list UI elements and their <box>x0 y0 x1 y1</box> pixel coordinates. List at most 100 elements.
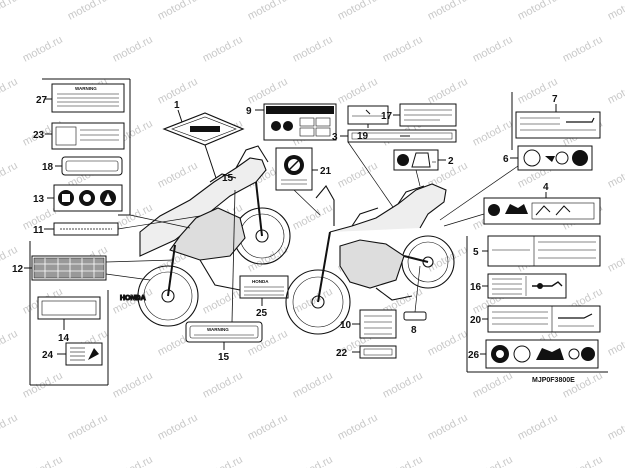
callout-numbers: 27 23 18 13 11 12 14 24 1 15 15 25 9 21 … <box>12 94 558 363</box>
watermark-text: motod.ru <box>21 454 65 468</box>
watermark-text: motod.ru <box>111 34 155 65</box>
label-2 <box>393 149 446 187</box>
watermark-text: motod.ru <box>291 370 335 401</box>
watermark-text: motod.ru <box>111 454 155 468</box>
label-27-title: WARNING <box>75 86 97 91</box>
label-21 <box>275 147 321 216</box>
label-7 <box>515 104 601 139</box>
watermark-text: motod.ru <box>0 328 20 359</box>
watermark-text: motod.ru <box>201 286 245 317</box>
watermark-text: motod.ru <box>111 370 155 401</box>
watermark-text: motod.ru <box>156 160 200 191</box>
label-15-title: WARNING <box>207 327 229 332</box>
watermark-text: motod.ru <box>336 0 380 23</box>
label-4 <box>443 192 601 227</box>
label-27: WARNING <box>45 83 125 113</box>
watermark-text: motod.ru <box>606 412 625 443</box>
label-9 <box>255 103 337 141</box>
watermark-text: motod.ru <box>606 76 625 107</box>
callout-7: 7 <box>552 94 558 105</box>
watermark-text: motod.ru <box>426 76 470 107</box>
callout-21: 21 <box>320 166 332 177</box>
label-13 <box>47 184 123 212</box>
label-14 <box>37 296 101 330</box>
watermark-text: motod.ru <box>201 454 245 468</box>
watermark-text: motod.ru <box>561 370 605 401</box>
label-25: HONDA <box>239 275 289 306</box>
callout-17: 17 <box>381 111 393 122</box>
label-15: WARNING <box>185 189 263 350</box>
label-26 <box>480 339 599 369</box>
watermark-text: motod.ru <box>471 370 515 401</box>
watermark-text: motod.ru <box>561 454 605 468</box>
watermark-text: motod.ru <box>471 454 515 468</box>
left-group-frame <box>29 78 131 386</box>
label-10 <box>352 309 397 339</box>
watermark-text: motod.ru <box>381 370 425 401</box>
watermark-text: motod.ru <box>21 34 65 65</box>
watermark-text: motod.ru <box>0 0 20 23</box>
callout-2: 2 <box>448 156 454 167</box>
right-group-frame <box>466 92 608 373</box>
callout-1: 1 <box>174 100 180 111</box>
callout-13: 13 <box>33 194 45 205</box>
label-18 <box>55 156 123 176</box>
label-1 <box>162 109 245 179</box>
part-code: MJP0F3800E <box>532 377 575 384</box>
callout-19: 19 <box>357 131 369 142</box>
watermark-text: motod.ru <box>291 202 335 233</box>
label-22 <box>352 345 397 359</box>
watermark-text: motod.ru <box>471 118 515 149</box>
label-24 <box>57 342 103 366</box>
watermark-text: motod.ru <box>516 412 560 443</box>
watermark-text: motod.ru <box>426 0 470 23</box>
watermark-text: motod.ru <box>426 412 470 443</box>
callout-20: 20 <box>470 315 482 326</box>
label-12 <box>24 255 107 281</box>
callout-15: 15 <box>218 352 230 363</box>
callout-4: 4 <box>543 182 549 193</box>
label-5 <box>482 235 601 267</box>
watermark-text: motod.ru <box>291 34 335 65</box>
label-16 <box>482 273 567 299</box>
watermark-text: motod.ru <box>246 244 290 275</box>
callout-5: 5 <box>473 247 479 258</box>
callout-6: 6 <box>503 154 509 165</box>
watermark-text: motod.ru <box>561 34 605 65</box>
callout-12: 12 <box>12 264 24 275</box>
watermark-text: motod.ru <box>0 76 20 107</box>
watermark-text: motod.ru <box>606 160 625 191</box>
honda-tank-decal: HONDA <box>120 295 146 302</box>
watermark-text: motod.ru <box>66 412 110 443</box>
callout-16: 16 <box>470 282 482 293</box>
watermark-text: motod.ru <box>156 412 200 443</box>
callout-3: 3 <box>332 132 338 143</box>
label-6 <box>439 145 593 221</box>
watermark-text: motod.ru <box>381 34 425 65</box>
watermark-text: motod.ru <box>201 370 245 401</box>
watermark-text: motod.ru <box>426 328 470 359</box>
watermark-text: motod.ru <box>246 412 290 443</box>
watermark-text: motod.ru <box>246 0 290 23</box>
callout-27: 27 <box>36 95 48 106</box>
callout-11: 11 <box>33 225 44 236</box>
callout-10: 10 <box>340 320 352 331</box>
callout-24: 24 <box>42 350 54 361</box>
motorcycle-right-view <box>285 183 455 335</box>
label-23 <box>45 122 125 150</box>
label-19 <box>347 105 389 128</box>
watermark-text: motod.ru <box>156 0 200 23</box>
watermark-text: motod.ru <box>201 34 245 65</box>
watermark-text: motod.ru <box>516 0 560 23</box>
motorcycle-left-view: HONDA <box>119 145 291 327</box>
label-11 <box>44 222 119 236</box>
label-3 <box>340 129 457 211</box>
watermark-text: motod.ru <box>291 454 335 468</box>
watermark-text: motod.ru <box>246 76 290 107</box>
callout-9: 9 <box>246 106 252 117</box>
left-leader-lines <box>105 214 201 281</box>
callout-22: 22 <box>336 348 348 359</box>
watermark-text: motod.ru <box>471 34 515 65</box>
watermark-text: motod.ru <box>381 454 425 468</box>
